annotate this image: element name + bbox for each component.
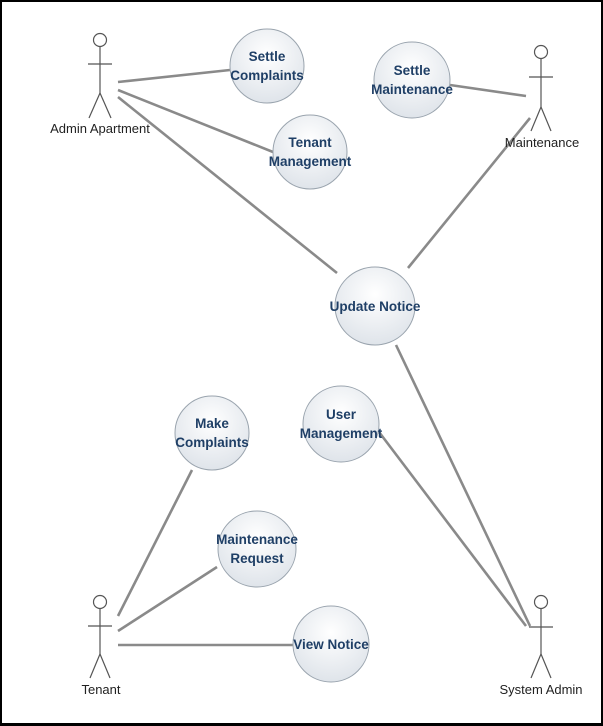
assoc-admin-update-notice <box>117 95 338 275</box>
actor-label: System Admin <box>499 682 582 697</box>
actor-head <box>533 44 549 60</box>
use-case-update-notice[interactable]: Update Notice <box>330 266 421 346</box>
actor-label: Maintenance <box>505 135 579 150</box>
actor-label: Tenant <box>81 682 120 697</box>
use-case-label-line2: Request <box>230 551 284 566</box>
use-case-label-line2: Maintenance <box>371 82 453 97</box>
actor-head <box>92 32 108 48</box>
actor-system-admin: System Admin <box>499 594 583 697</box>
assoc-admin-tenant-management <box>117 88 274 154</box>
assoc-system-admin-update-notice <box>394 344 532 627</box>
assoc-system-admin-user-management <box>377 431 528 627</box>
assoc-maintenance-settle-maintenance <box>449 83 527 98</box>
use-case-label-line1: User <box>326 407 357 422</box>
actor-tenant: Tenant <box>81 594 121 697</box>
use-case-label-line1: Settle <box>249 49 286 64</box>
actor-head <box>92 594 108 610</box>
actor-admin-apartment: Admin Apartment <box>50 32 150 136</box>
associations <box>116 68 532 647</box>
use-case-settle-complaints[interactable]: Settle Complaints <box>229 28 305 104</box>
use-case-view-notice[interactable]: View Notice <box>292 605 370 683</box>
assoc-maintenance-update-notice <box>406 117 532 269</box>
assoc-admin-settle-complaints <box>117 68 231 84</box>
use-case-user-management[interactable]: User Management <box>300 385 383 463</box>
use-case-make-complaints[interactable]: Make Complaints <box>174 395 250 471</box>
assoc-tenant-make-complaints <box>116 469 194 617</box>
use-case-label: Update Notice <box>330 299 421 314</box>
use-case-tenant-management[interactable]: Tenant Management <box>269 114 352 190</box>
use-case-settle-maintenance[interactable]: Settle Maintenance <box>371 41 453 119</box>
assoc-tenant-maintenance-request <box>117 565 218 633</box>
use-case-label-line1: Make <box>195 416 229 431</box>
actor-maintenance: Maintenance <box>505 44 579 150</box>
use-case-label-line2: Management <box>269 154 352 169</box>
use-case-label-line2: Management <box>300 426 383 441</box>
use-case-maintenance-request[interactable]: Maintenance Request <box>216 510 298 588</box>
use-case-label-line1: Settle <box>394 63 431 78</box>
actor-head <box>533 594 549 610</box>
use-case-label-line1: Tenant <box>288 135 332 150</box>
actor-label: Admin Apartment <box>50 121 150 136</box>
use-case-label: View Notice <box>293 637 369 652</box>
use-case-label-line1: Maintenance <box>216 532 298 547</box>
use-case-label-line2: Complaints <box>230 68 304 83</box>
use-case-label-line2: Complaints <box>175 435 249 450</box>
